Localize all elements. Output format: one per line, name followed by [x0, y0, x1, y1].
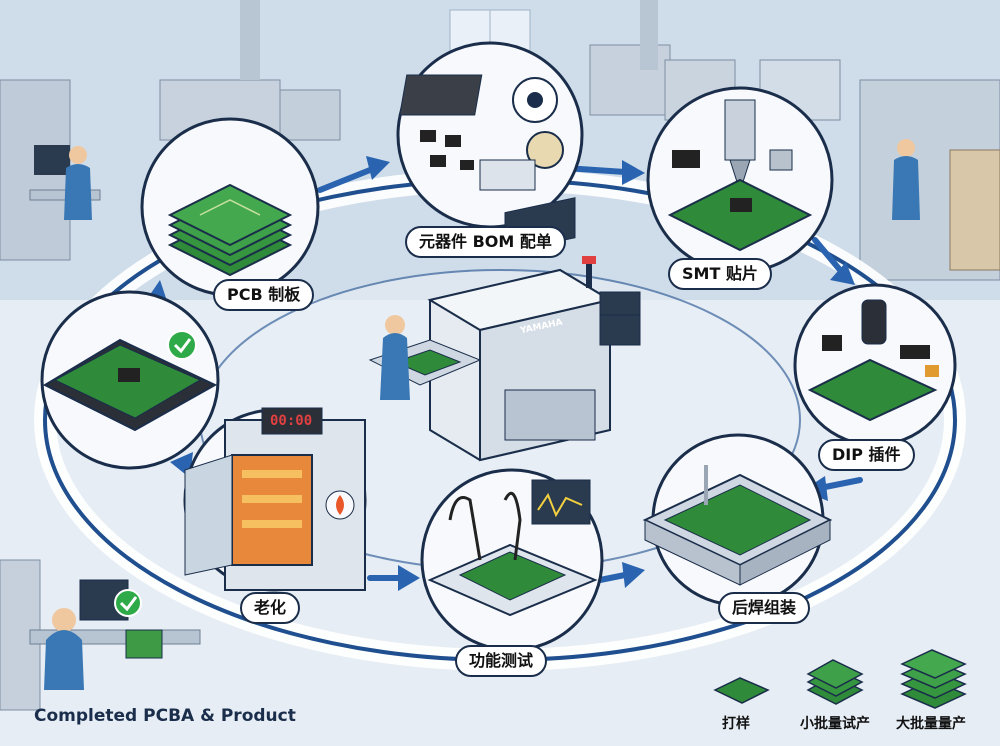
completed-product-caption: Completed PCBA & Product: [34, 706, 296, 726]
step-label-pcb: PCB 制板: [213, 279, 315, 311]
smt-node[interactable]: [646, 86, 834, 274]
legend-small-batch-label: 小批量试产: [800, 716, 870, 732]
step-label-post-solder: 后焊组装: [718, 592, 811, 624]
legend-mass-icon: [900, 649, 967, 709]
pcb-node[interactable]: [140, 117, 320, 297]
dip-node[interactable]: [793, 283, 957, 447]
oven-display: 00:00: [270, 413, 313, 429]
func-test-node[interactable]: [420, 468, 604, 652]
post-solder-node[interactable]: [642, 433, 833, 607]
legend-mass-label: 大批量量产: [896, 716, 966, 732]
legend-sample-label: 打样: [722, 716, 750, 732]
step-label-smt: SMT 贴片: [668, 258, 772, 290]
check-icon: [114, 589, 142, 617]
legend-sample-icon: [713, 677, 770, 704]
completed-pcb-node[interactable]: [40, 290, 220, 470]
aging-node[interactable]: [183, 407, 367, 592]
step-label-dip: DIP 插件: [818, 439, 915, 471]
step-label-aging: 老化: [240, 592, 301, 624]
legend-small-batch-icon: [806, 659, 864, 705]
bom-node[interactable]: [396, 41, 584, 229]
step-label-bom: 元器件 BOM 配单: [405, 226, 566, 258]
step-label-func-test: 功能测试: [455, 645, 548, 677]
